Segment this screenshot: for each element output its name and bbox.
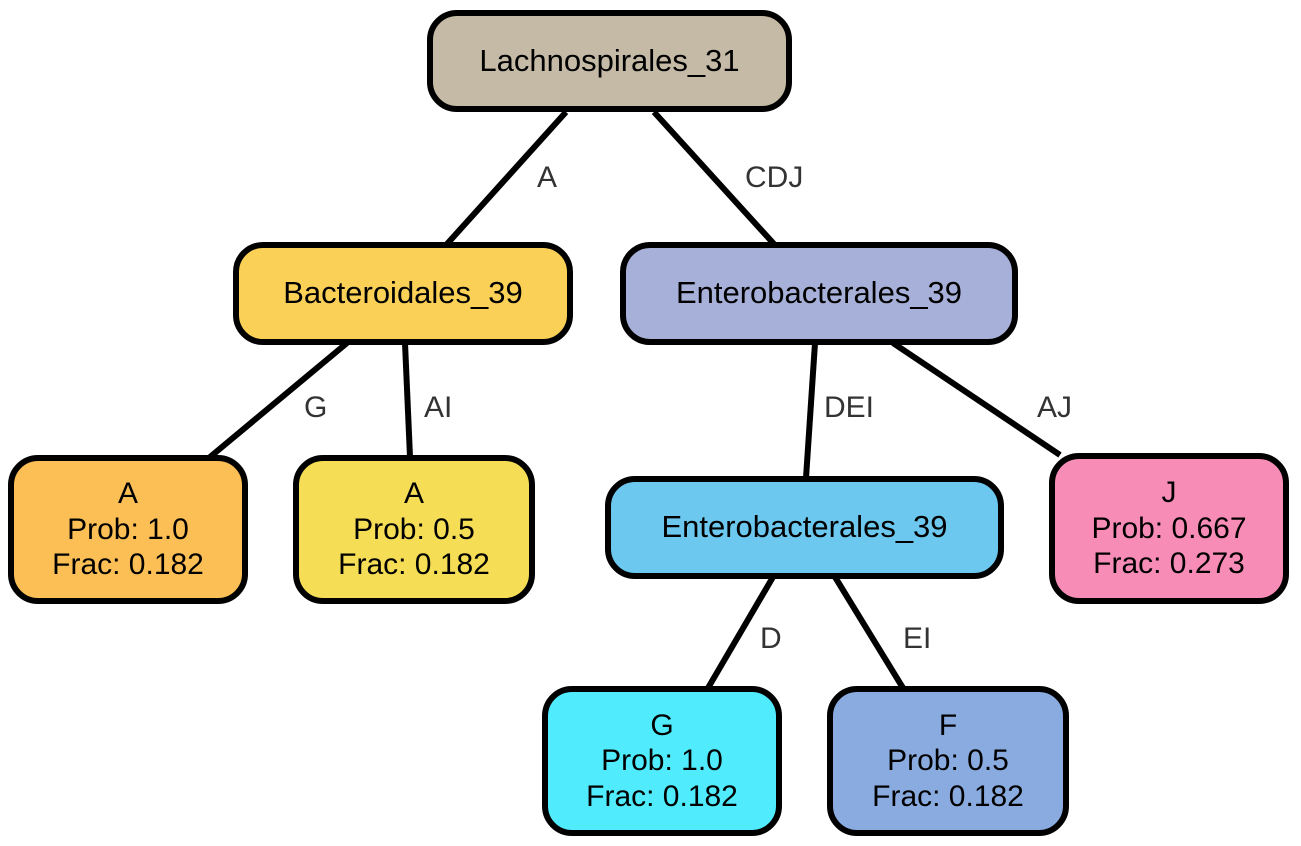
node-enterobacterales-39-sub: Enterobacterales_39: [605, 476, 1004, 579]
edge-label-ei: EI: [903, 622, 932, 655]
edge-enterobacterales-to-leaf-j: [891, 340, 1062, 458]
node-label: Bacteroidales_39: [283, 275, 523, 311]
edge-root-to-enterobacterales: [651, 109, 777, 247]
edge-label-a: A: [537, 161, 558, 194]
edge-sub-to-leaf-f: [832, 575, 906, 690]
leaf-node-j: J Prob: 0.667 Frac: 0.273: [1049, 453, 1289, 604]
leaf-prob: Prob: 0.5: [353, 512, 475, 546]
leaf-prob: Prob: 0.667: [1091, 511, 1247, 545]
node-enterobacterales-39: Enterobacterales_39: [620, 242, 1018, 345]
edge-bacteroidales-to-leaf-a1: [208, 340, 349, 460]
leaf-prob: Prob: 0.5: [887, 744, 1009, 778]
edge-label-dei: DEI: [824, 391, 875, 424]
leaf-label: J: [1161, 476, 1177, 510]
node-label: Lachnospirales_31: [479, 42, 740, 78]
leaf-prob: Prob: 1.0: [601, 744, 723, 778]
edge-label-d: D: [760, 622, 782, 655]
leaf-label: F: [938, 708, 958, 742]
node-label: Enterobacterales_39: [661, 509, 948, 545]
leaf-node-a-2: A Prob: 0.5 Frac: 0.182: [293, 455, 535, 604]
edge-bacteroidales-to-leaf-a2: [402, 342, 413, 458]
leaf-frac: Frac: 0.182: [872, 779, 1024, 813]
edge-root-to-bacteroidales: [444, 109, 569, 247]
node-label: Enterobacterales_39: [675, 275, 963, 311]
node-lachnospirales-31: Lachnospirales_31: [427, 10, 792, 112]
leaf-node-g: G Prob: 1.0 Frac: 0.182: [542, 686, 782, 836]
edge-sub-to-leaf-g: [705, 575, 776, 690]
node-bacteroidales-39: Bacteroidales_39: [233, 242, 573, 345]
leaf-node-f: F Prob: 0.5 Frac: 0.182: [827, 686, 1069, 836]
leaf-label: G: [650, 708, 674, 742]
edge-label-g: G: [304, 391, 328, 424]
leaf-label: A: [403, 477, 424, 511]
leaf-frac: Frac: 0.182: [586, 779, 738, 813]
leaf-frac: Frac: 0.182: [52, 548, 204, 582]
leaf-frac: Frac: 0.182: [338, 548, 490, 582]
leaf-prob: Prob: 1.0: [67, 512, 189, 546]
leaf-frac: Frac: 0.273: [1093, 547, 1245, 581]
leaf-node-a-1: A Prob: 1.0 Frac: 0.182: [8, 455, 248, 604]
edge-label-cdj: CDJ: [745, 161, 804, 194]
edge-label-ai: AI: [424, 391, 453, 424]
leaf-label: A: [117, 477, 138, 511]
edge-enterobacterales-to-sub: [803, 342, 818, 479]
edge-label-aj: AJ: [1037, 391, 1073, 424]
